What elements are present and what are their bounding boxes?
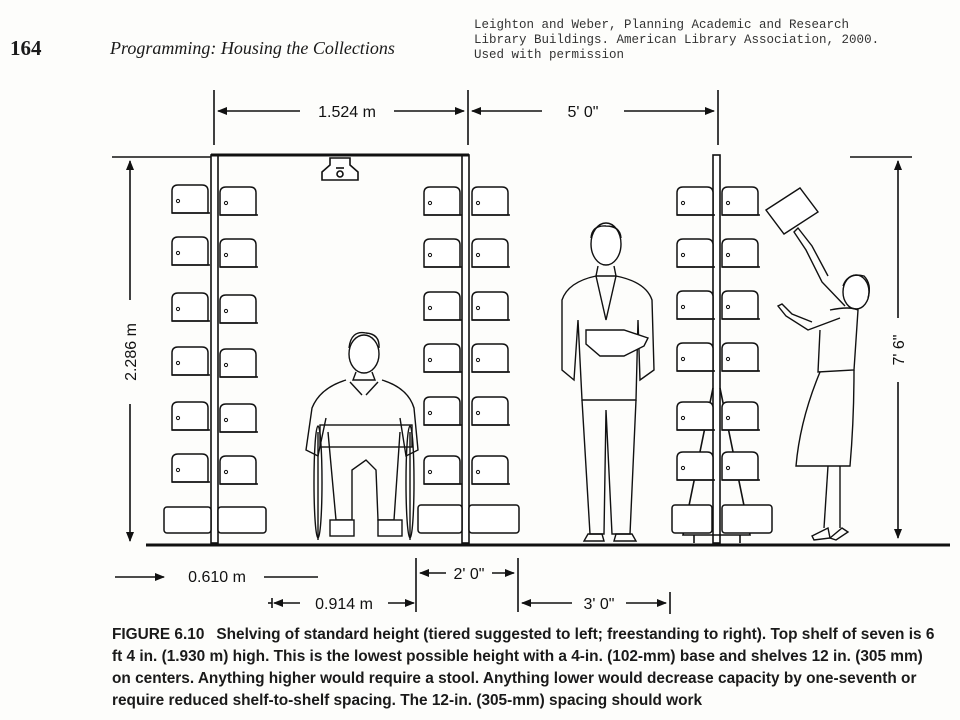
dim-label-bottom-center: 0.914 m [315, 596, 373, 613]
credit-line: Used with permission [474, 48, 625, 62]
credit-line: Library Buildings. American Library Asso… [474, 33, 880, 47]
dimension-left-height [112, 156, 212, 542]
dimension-top-left [213, 90, 469, 145]
wheelchair-user [305, 331, 419, 540]
standing-man [561, 222, 655, 542]
dim-label-top-left: 1.524 m [318, 104, 376, 121]
shelf-books-middle [417, 186, 520, 534]
caption-text: Shelving of standard height (tiered sugg… [112, 626, 935, 709]
shelf-books-right [671, 186, 773, 534]
shelving-figure: 1.524 m 5' 0" 2.286 m 7' 6" 0.610 m 0.91… [112, 90, 950, 614]
running-head: Programming: Housing the Collections [110, 38, 395, 58]
dimension-top-right [471, 90, 719, 145]
dimension-right-height [850, 156, 912, 539]
dim-label-left-height: 2.286 m [123, 323, 140, 381]
reaching-woman [764, 187, 871, 541]
shelf-books-left [163, 184, 267, 534]
credit-note: Leighton and Weber, Planning Academic an… [474, 18, 879, 63]
dim-label-top-right: 5' 0" [568, 104, 599, 121]
dim-label-bottom-mid: 2' 0" [454, 566, 485, 583]
dimension-bottom [115, 558, 671, 614]
tiered-shelving [210, 153, 470, 544]
page-number: 164 [10, 36, 42, 60]
credit-line: Leighton and Weber, Planning Academic an… [474, 18, 850, 32]
dim-label-right-height: 7' 6" [891, 335, 908, 366]
dim-label-bottom-right: 3' 0" [584, 596, 615, 613]
dim-label-bottom-left: 0.610 m [188, 569, 246, 586]
figure-label: FIGURE 6.10 [112, 626, 205, 643]
